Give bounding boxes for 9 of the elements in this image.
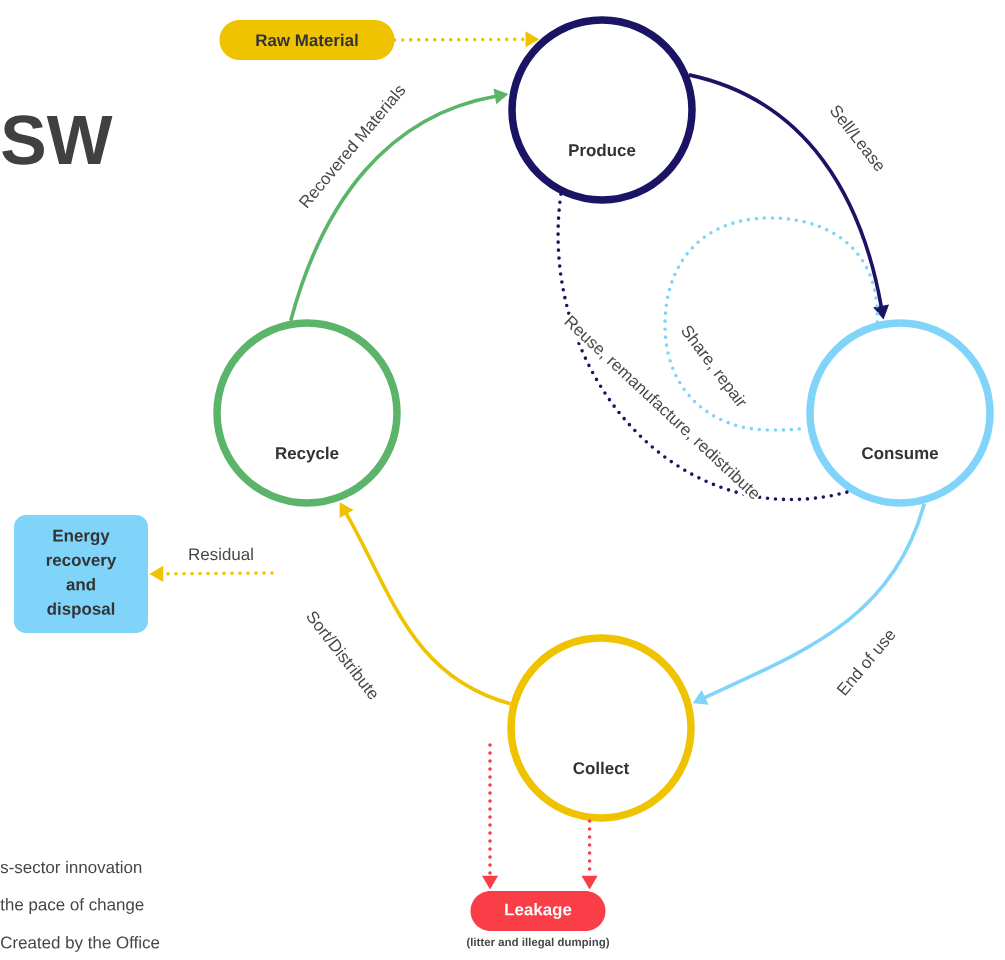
body-text: Created by the Office <box>1 936 160 952</box>
body-text: the pace of change <box>0 898 144 914</box>
note-text: (litter and illegal dumping) <box>467 937 610 949</box>
outcome-box: Energy recovery and disposal <box>14 515 148 633</box>
start-pill: Raw Material <box>219 20 395 60</box>
body-text: s-sector innovation <box>0 860 142 874</box>
heading: SW <box>2 115 113 165</box>
leakage-pill: Leakage <box>470 891 606 931</box>
edge-label: Residual <box>187 546 255 562</box>
